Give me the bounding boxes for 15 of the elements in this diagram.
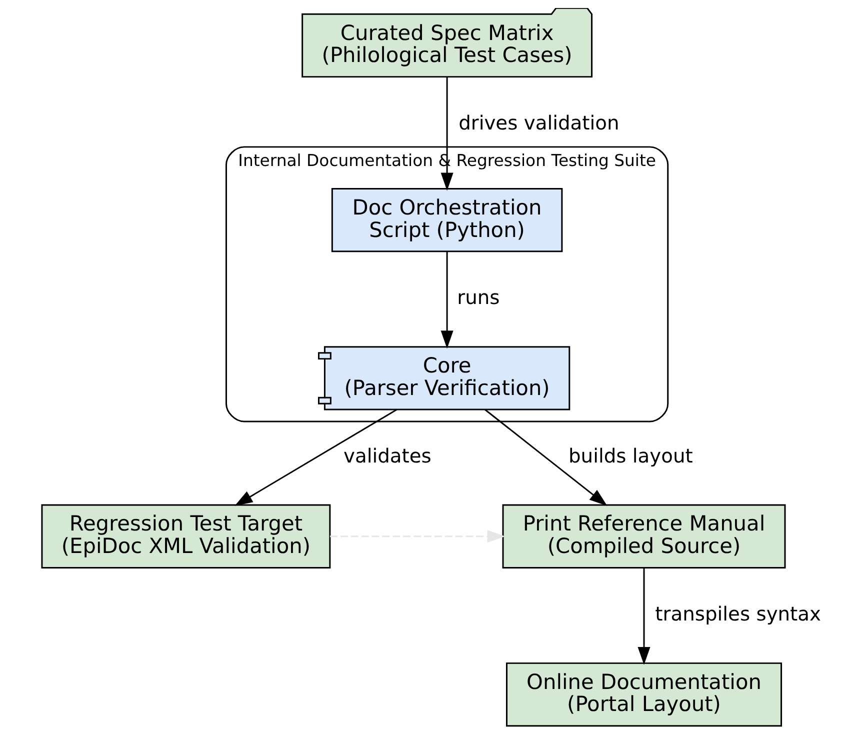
arrow (484, 409, 607, 506)
arrow (637, 568, 650, 665)
node-box: Regression Test Target (EpiDoc XML Validation) (40, 504, 330, 568)
edge-label: builds layout (568, 444, 692, 468)
arrow (440, 76, 453, 191)
arrow (234, 408, 397, 506)
arrow (440, 251, 453, 349)
node-box: Online Documentation (Portal Layout) (506, 662, 782, 727)
arrow (330, 530, 505, 543)
edge-label: drives validation (458, 112, 619, 135)
edge-label: transpiles syntax (654, 602, 821, 626)
node-box: Print Reference Manual (Compiled Source) (502, 504, 786, 568)
node-box: Doc Orchestration Script (Python) (330, 188, 562, 252)
edge-label: runs (456, 286, 500, 310)
edge-label: validates (343, 444, 431, 468)
